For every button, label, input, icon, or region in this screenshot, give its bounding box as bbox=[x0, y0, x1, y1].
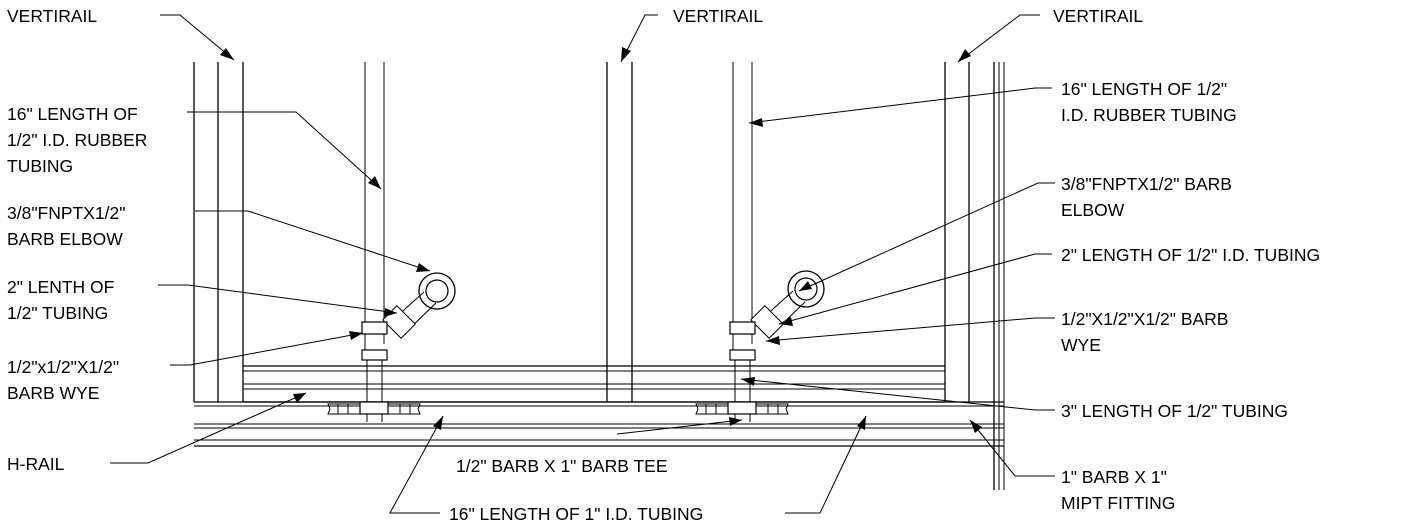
label-vertirail-center: VERTIRAIL bbox=[673, 6, 763, 26]
barb-wye-left bbox=[361, 321, 388, 361]
label-rubber-tubing-left-1: 16" LENGTH OF bbox=[7, 104, 138, 124]
label-vertirail-left: VERTIRAIL bbox=[7, 6, 97, 26]
label-hrail: H-RAIL bbox=[7, 454, 65, 474]
label-tubing2-left-2: 1/2" TUBING bbox=[7, 303, 108, 323]
barb-tee-right bbox=[695, 401, 789, 422]
leader-lines bbox=[110, 14, 1055, 514]
tubing-2in-right bbox=[750, 290, 806, 339]
vertirail-left bbox=[193, 62, 244, 402]
fittings-right bbox=[695, 270, 825, 422]
label-wye-left-1: 1/2"x1/2"X1/2" bbox=[7, 357, 119, 377]
tubing-3in-left bbox=[366, 360, 383, 402]
label-elbow-right-2: ELBOW bbox=[1061, 200, 1125, 220]
label-elbow-left-1: 3/8"FNPTX1/2" bbox=[7, 203, 125, 223]
label-rubber-tubing-left-3: TUBING bbox=[7, 156, 73, 176]
label-tubing2-left-1: 2" LENTH OF bbox=[7, 277, 114, 297]
rubber-tube-right bbox=[732, 62, 753, 322]
label-tubing2-right: 2" LENGTH OF 1/2" I.D. TUBING bbox=[1061, 245, 1320, 265]
label-rubber-tubing-right-1: 16" LENGTH OF 1/2" bbox=[1061, 79, 1227, 99]
label-elbow-right-1: 3/8"FNPTX1/2" BARB bbox=[1061, 174, 1232, 194]
label-elbow-left-2: BARB ELBOW bbox=[7, 229, 123, 249]
label-mipt-fitting-2: MIPT FITTING bbox=[1061, 493, 1175, 513]
tubing-1in bbox=[194, 401, 1004, 447]
label-tubing16-bottom: 16" LENGTH OF 1" I.D. TUBING bbox=[449, 504, 703, 524]
label-tubing3-right: 3" LENGTH OF 1/2" TUBING bbox=[1061, 401, 1288, 421]
h-rail bbox=[243, 365, 945, 403]
barb-wye-right bbox=[729, 321, 756, 361]
label-wye-right-2: WYE bbox=[1061, 335, 1101, 355]
fittings-left bbox=[327, 272, 456, 422]
label-mipt-fitting-1: 1" BARB X 1" bbox=[1061, 467, 1167, 487]
label-rubber-tubing-left-2: 1/2" I.D. RUBBER bbox=[7, 130, 147, 150]
label-wye-left-2: BARB WYE bbox=[7, 383, 99, 403]
structure bbox=[193, 62, 1005, 490]
barb-elbow-left bbox=[418, 272, 456, 310]
labels: VERTIRAIL VERTIRAIL VERTIRAIL 16" LENGTH… bbox=[7, 6, 1320, 524]
vertirail-center bbox=[606, 62, 633, 402]
vertirail-right bbox=[944, 62, 1005, 490]
rubber-tube-left bbox=[364, 62, 385, 322]
label-rubber-tubing-right-2: I.D. RUBBER TUBING bbox=[1061, 105, 1237, 125]
label-vertirail-right: VERTIRAIL bbox=[1053, 6, 1143, 26]
barb-tee-left bbox=[327, 401, 421, 422]
label-wye-right-1: 1/2"X1/2"X1/2" BARB bbox=[1061, 309, 1228, 329]
label-tee: 1/2" BARB X 1" BARB TEE bbox=[456, 456, 668, 476]
